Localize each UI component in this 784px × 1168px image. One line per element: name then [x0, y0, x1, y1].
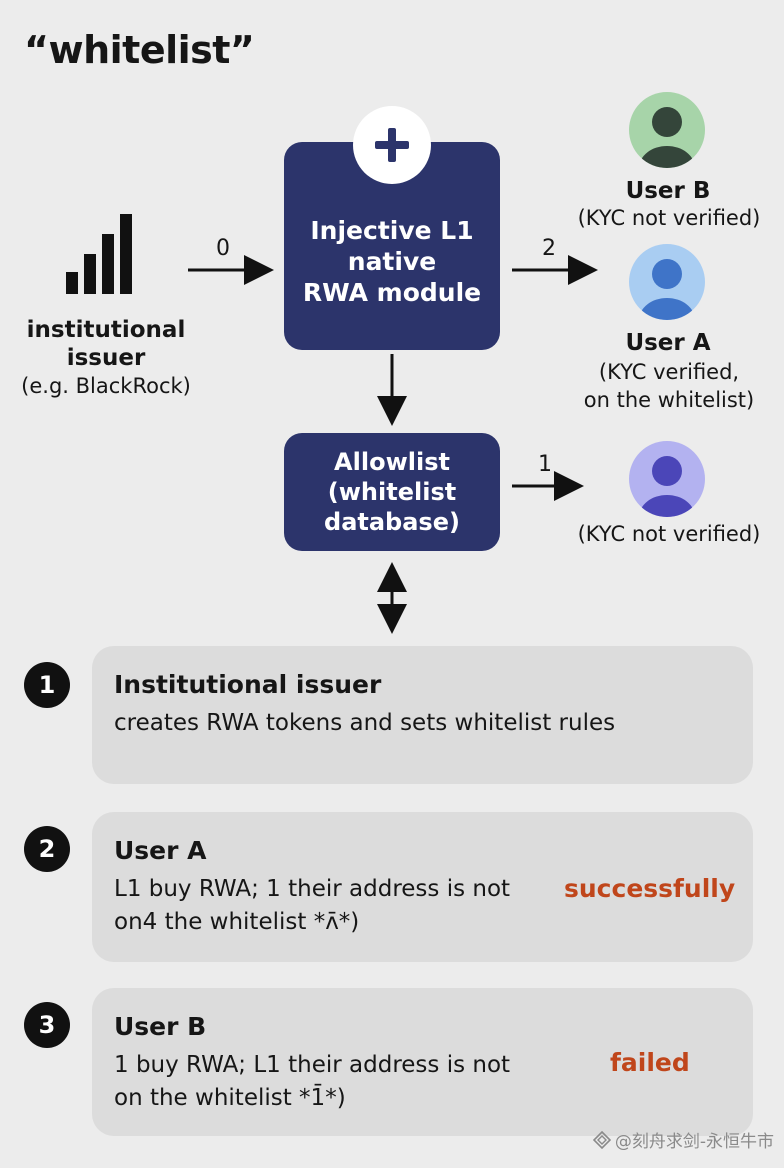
plus-icon [353, 106, 431, 184]
allowlist-line3: database) [324, 508, 460, 536]
user-a-status-line1: (KYC verified, [598, 360, 740, 384]
step-3-line1: 1 buy RWA; L1 their address is not [114, 1052, 511, 1078]
step-card-1: Institutional issuer creates RWA tokens … [92, 646, 753, 784]
step-card-3: User B 1 buy RWA; L1 their address is no… [92, 988, 753, 1136]
rwa-module-line2: native [347, 246, 437, 276]
step-3-result: failed [610, 1048, 690, 1077]
user-b-avatar [629, 92, 705, 168]
user-a-status-line2: on the whitelist) [583, 388, 755, 412]
arrow-label-0: 0 [216, 236, 230, 261]
step-card-2: User A L1 buy RWA; 1 their address is no… [92, 812, 753, 962]
step-3-heading: User B [114, 1012, 207, 1041]
user-b-name: User B [625, 178, 711, 204]
page-title: “whitelist” [24, 28, 255, 72]
user-c-status: (KYC not verified) [577, 522, 761, 546]
user-c-avatar [629, 441, 705, 517]
step-badge-2: 2 [24, 826, 70, 872]
step-2-result: successfully [564, 874, 736, 903]
user-a-avatar [629, 244, 705, 320]
step-1-line1: creates RWA tokens and sets whitelist ru… [114, 710, 616, 736]
arrow-label-1: 1 [538, 452, 552, 477]
step-badge-3: 3 [24, 1002, 70, 1048]
watermark-text: @刻舟求剑-永恒牛市 [614, 1132, 774, 1152]
arrow-label-2: 2 [542, 236, 556, 261]
step-2-line1: L1 buy RWA; 1 their address is not [114, 876, 511, 902]
rwa-module-line3: RWA module [302, 277, 482, 307]
arrows-layer [188, 255, 598, 634]
bar-chart-icon [66, 214, 132, 294]
allowlist-line2: (whitelist [327, 478, 457, 506]
issuer-label-line1: institutional [26, 317, 186, 343]
allowlist-line1: Allowlist [334, 448, 450, 476]
user-b-status: (KYC not verified) [577, 206, 761, 230]
issuer-label-line3: (e.g. BlackRock) [21, 374, 191, 398]
diamond-logo-icon [592, 1130, 611, 1149]
step-2-line2: on4 the whitelist *ʌ̄*) [114, 909, 360, 935]
step-3-line2: on the whitelist *1̄*) [114, 1085, 346, 1111]
step-2-heading: User A [114, 836, 207, 865]
user-a-name: User A [625, 330, 711, 356]
allowlist-node: Allowlist (whitelist database) [284, 433, 500, 551]
step-1-heading: Institutional issuer [114, 670, 382, 699]
issuer-label-line2: issuer [66, 345, 146, 371]
rwa-module-line1: Injective L1 [310, 215, 474, 245]
watermark: @刻舟求剑-永恒牛市 [592, 1127, 774, 1152]
step-badge-1: 1 [24, 662, 70, 708]
issuer-label: institutional issuer (e.g. BlackRock) [6, 316, 206, 400]
